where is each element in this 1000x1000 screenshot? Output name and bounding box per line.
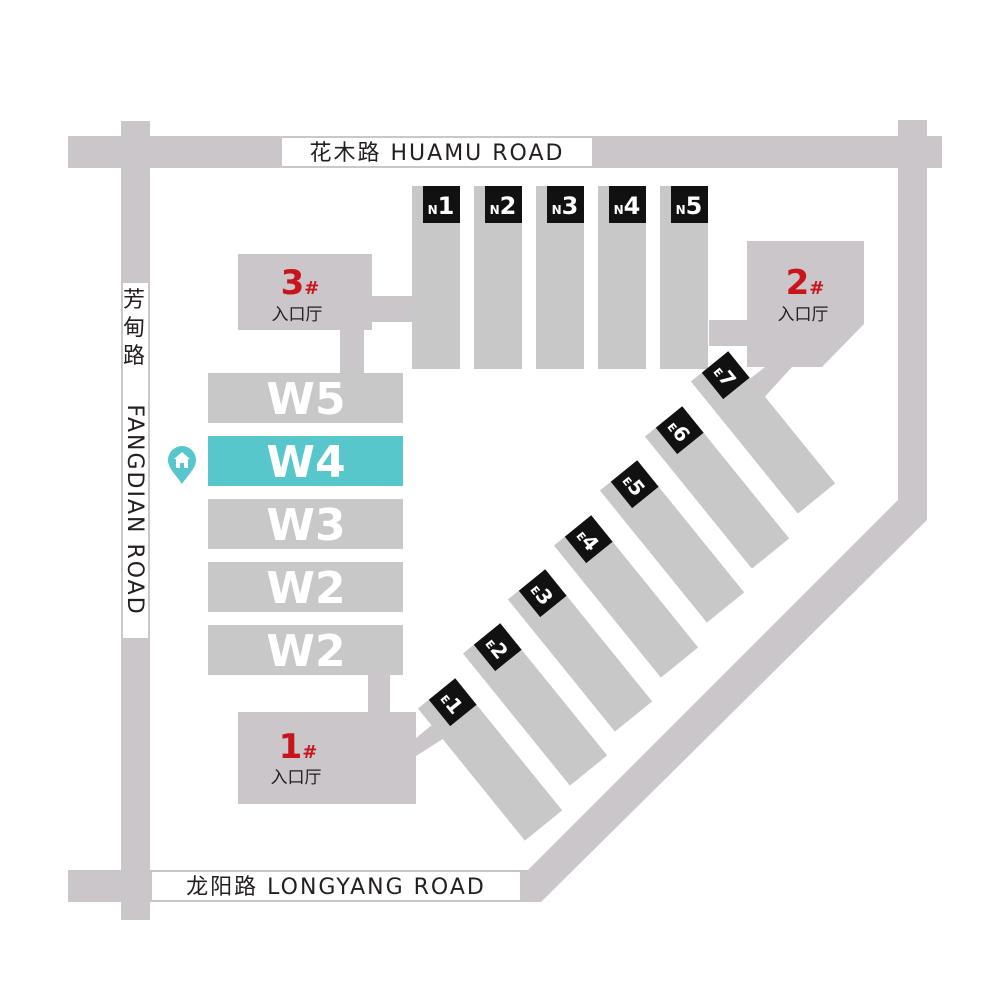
- hall-e2-tag: E2: [473, 623, 522, 672]
- hall-w4-label: W4: [266, 437, 345, 488]
- hall-w4[interactable]: [208, 436, 403, 486]
- entrance-1-number: 1: [279, 727, 303, 767]
- longyang-road-label: 龙阳路 LONGYANG ROAD: [186, 875, 486, 900]
- hall-e7-tag: E7: [701, 351, 750, 400]
- svg-text:1#: 1#: [279, 727, 318, 767]
- svg-text:N2: N2: [490, 192, 517, 220]
- fangdian-road-label-bg: [123, 283, 148, 638]
- hall-n2-tag: N2: [485, 186, 522, 223]
- svg-text:N5: N5: [676, 192, 703, 220]
- hall-e1-tag: E1: [428, 678, 477, 727]
- hall-n1-tag: N1: [423, 186, 460, 223]
- entrance-3-shape: [238, 254, 372, 330]
- hall-n5-tag: N5: [671, 186, 708, 223]
- hall-w3-label: W3: [266, 500, 345, 551]
- home-location-pin-icon[interactable]: [168, 446, 196, 484]
- west-halls: W5 W4 W3 W2 W2: [208, 373, 403, 677]
- svg-text:N1: N1: [428, 192, 455, 220]
- hall-e3-tag: E3: [518, 569, 567, 618]
- hall-e4-tag: E4: [564, 515, 613, 564]
- svg-text:3#: 3#: [281, 263, 320, 303]
- entrance-3-name: 入口厅: [272, 305, 323, 325]
- connector-1-west: [368, 675, 390, 713]
- svg-text:N3: N3: [552, 192, 579, 220]
- svg-text:N4: N4: [614, 192, 641, 220]
- hall-w2[interactable]: [208, 562, 403, 612]
- fangdian-road-label-cn-2: 甸: [123, 316, 147, 341]
- connector-3-west: [340, 330, 364, 374]
- entrance-2-number: 2: [786, 263, 810, 303]
- north-halls: N1 N2 N3 N4 N5: [412, 186, 708, 369]
- hall-w2[interactable]: [208, 625, 403, 675]
- connector-3-north: [372, 296, 414, 322]
- entrance-halls: [238, 241, 864, 804]
- entrance-2-hash: #: [809, 278, 824, 299]
- huamu-road-label-bg: [282, 138, 592, 166]
- entrance-2-name: 入口厅: [778, 305, 829, 325]
- huamu-road-label: 花木路 HUAMU ROAD: [310, 141, 565, 166]
- entrance-3-number: 3: [281, 263, 305, 303]
- entrance-2-shape: [747, 241, 864, 367]
- hall-e5-tag: E5: [610, 460, 659, 509]
- connectors: [340, 296, 792, 756]
- entrance-1-shape: [238, 712, 416, 804]
- fangdian-road-label-en: FANGDIAN ROAD: [122, 404, 147, 615]
- connector-2-north: [709, 320, 747, 346]
- hall-n3-tag: N3: [547, 186, 584, 223]
- hall-w2-label: W2: [266, 563, 345, 614]
- svg-text:2#: 2#: [786, 263, 825, 303]
- hall-w2-label: W2: [266, 626, 345, 677]
- hall-n4-tag: N4: [609, 186, 646, 223]
- hall-w5-label: W5: [266, 374, 345, 425]
- entrance-3[interactable]: 3# 入口厅: [272, 263, 323, 325]
- entrance-1-hash: #: [302, 742, 317, 763]
- hall-w5[interactable]: [208, 373, 403, 423]
- entrance-1[interactable]: 1# 入口厅: [271, 727, 322, 788]
- fangdian-road-label-cn-3: 路: [123, 344, 147, 369]
- longyang-road-label-bg: [152, 872, 520, 900]
- east-halls: E1 E2 E3 E4: [417, 351, 836, 841]
- hall-w3[interactable]: [208, 499, 403, 549]
- entrance-2[interactable]: 2# 入口厅: [778, 263, 829, 325]
- entrance-1-name: 入口厅: [271, 768, 322, 788]
- hall-e6-tag: E6: [655, 406, 704, 455]
- entrance-3-hash: #: [304, 278, 319, 299]
- fangdian-road-label-cn-1: 芳: [123, 288, 147, 313]
